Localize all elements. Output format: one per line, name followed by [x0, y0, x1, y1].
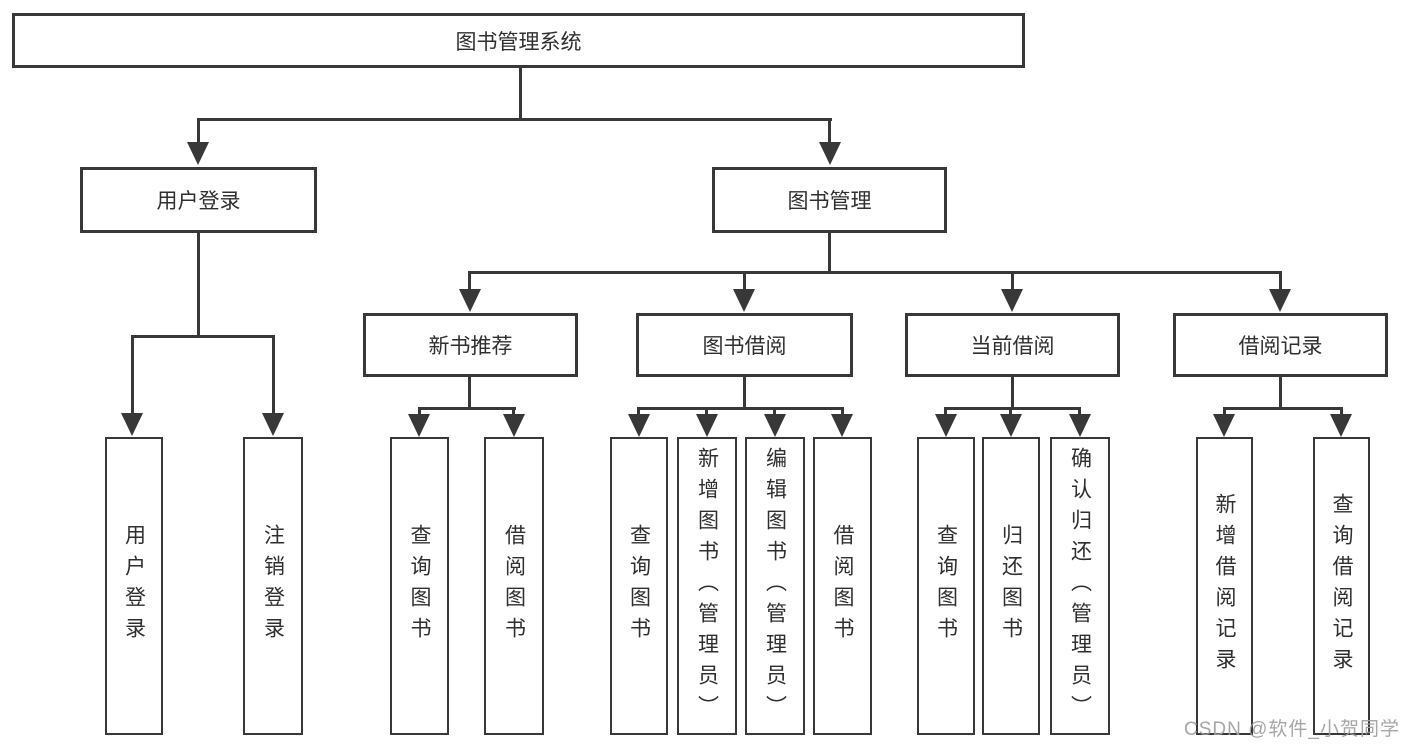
node-current-borrow: 当前借阅: [905, 313, 1120, 377]
node-library-system: 图书管理系统: [12, 13, 1025, 68]
arrow-head: [628, 414, 650, 437]
connector-line: [1009, 407, 1012, 417]
connector-line: [841, 407, 844, 417]
arrow-head: [408, 414, 430, 437]
leaf-logout-label: 注销登录: [261, 524, 285, 648]
arrow-head: [1001, 289, 1023, 312]
leaf-current-query-books: 查询图书: [917, 437, 975, 735]
connector-bar: [944, 407, 1081, 410]
connector-drop: [1279, 377, 1282, 410]
connector-line: [418, 407, 421, 417]
leaf-add-borrow-record-label: 新增借阅记录: [1213, 493, 1236, 679]
leaf-add-books-admin: 新增图书（管理员）: [677, 437, 737, 735]
node-borrow-records: 借阅记录: [1173, 313, 1388, 377]
leaf-query-borrow-record-label: 查询借阅记录: [1330, 493, 1353, 679]
arrow-head: [459, 289, 481, 312]
leaf-return-books-label: 归还图书: [999, 524, 1023, 648]
leaf-current-query-books-label: 查询图书: [934, 524, 958, 648]
connector-line: [637, 407, 640, 417]
connector-line: [773, 407, 776, 417]
leaf-borrow-books: 借阅图书: [813, 437, 872, 735]
watermark: CSDN @软件_小贺同学: [1184, 719, 1400, 740]
connector-bar: [1223, 407, 1343, 410]
node-book-management: 图书管理: [712, 167, 947, 233]
connector-line: [1223, 407, 1226, 417]
connector-root-drop: [519, 68, 522, 118]
leaf-add-books-admin-label: 新增图书（管理员）: [695, 446, 719, 726]
leaf-recommend-query-books: 查询图书: [390, 437, 449, 735]
connector-bar: [637, 407, 844, 410]
connector-bar: [418, 407, 516, 410]
connector-line: [131, 335, 134, 415]
arrow-head: [503, 414, 525, 437]
connector-drop: [1011, 377, 1014, 410]
arrow-head: [187, 142, 209, 165]
connector-line: [944, 407, 947, 417]
node-new-book-recommend-label: 新书推荐: [428, 335, 513, 358]
connector-drop: [743, 377, 746, 410]
leaf-user-login: 用户登录: [105, 437, 163, 735]
arrow-head: [1069, 414, 1091, 437]
node-book-borrow-label: 图书借阅: [702, 335, 787, 358]
connector-line: [743, 271, 746, 291]
node-user-login-label: 用户登录: [156, 190, 241, 213]
arrow-head: [1330, 414, 1352, 437]
leaf-logout: 注销登录: [243, 437, 303, 735]
arrow-head: [1269, 289, 1291, 312]
connector-line: [1078, 407, 1081, 417]
connector-line: [1340, 407, 1343, 417]
connector-line: [512, 407, 515, 417]
leaf-borrow-books-label: 借阅图书: [831, 524, 854, 648]
leaf-recommend-borrow-books: 借阅图书: [484, 437, 544, 735]
arrow-head: [262, 413, 284, 436]
connector-level2-bar: [468, 271, 1282, 274]
arrow-head: [696, 414, 718, 437]
arrow-head: [831, 414, 853, 437]
node-borrow-records-label: 借阅记录: [1238, 335, 1323, 358]
connector-level1-bar: [197, 118, 832, 121]
leaf-return-books: 归还图书: [982, 437, 1040, 735]
arrow-head: [819, 142, 841, 165]
node-new-book-recommend: 新书推荐: [363, 313, 578, 377]
node-library-system-label: 图书管理系统: [455, 30, 582, 54]
connector-line: [705, 407, 708, 417]
connector-line: [1279, 271, 1282, 291]
leaf-recommend-query-books-label: 查询图书: [408, 524, 431, 648]
leaf-query-borrow-record: 查询借阅记录: [1313, 437, 1370, 735]
node-current-borrow-label: 当前借阅: [970, 335, 1055, 358]
leaf-borrow-query-books: 查询图书: [610, 437, 668, 735]
connector-line: [828, 118, 831, 144]
leaf-confirm-return-admin: 确认归还（管理员）: [1050, 437, 1110, 735]
arrow-head: [733, 289, 755, 312]
arrow-head: [1213, 414, 1235, 437]
connector-line: [272, 335, 275, 415]
connector-drop: [468, 377, 471, 410]
connector-line: [1011, 271, 1014, 291]
node-book-management-label: 图书管理: [787, 190, 872, 213]
leaf-confirm-return-admin-label: 确认归还（管理员）: [1068, 446, 1092, 726]
leaf-edit-books-admin-label: 编辑图书（管理员）: [763, 446, 787, 726]
connector-line: [468, 271, 471, 291]
leaf-borrow-query-books-label: 查询图书: [627, 524, 651, 648]
leaf-recommend-borrow-books-label: 借阅图书: [502, 524, 526, 648]
leaf-edit-books-admin: 编辑图书（管理员）: [745, 437, 805, 735]
arrow-head: [1000, 414, 1022, 437]
node-book-borrow: 图书借阅: [636, 313, 853, 377]
connector-line: [197, 118, 200, 144]
arrow-head: [121, 413, 143, 436]
connector-user-login-bar: [131, 335, 275, 338]
arrow-head: [764, 414, 786, 437]
leaf-user-login-label: 用户登录: [122, 524, 146, 648]
arrow-head: [935, 414, 957, 437]
connector-user-login-drop: [197, 233, 200, 335]
node-user-login: 用户登录: [80, 167, 317, 233]
leaf-add-borrow-record: 新增借阅记录: [1196, 437, 1253, 735]
connector-book-mgmt-drop: [828, 233, 831, 274]
